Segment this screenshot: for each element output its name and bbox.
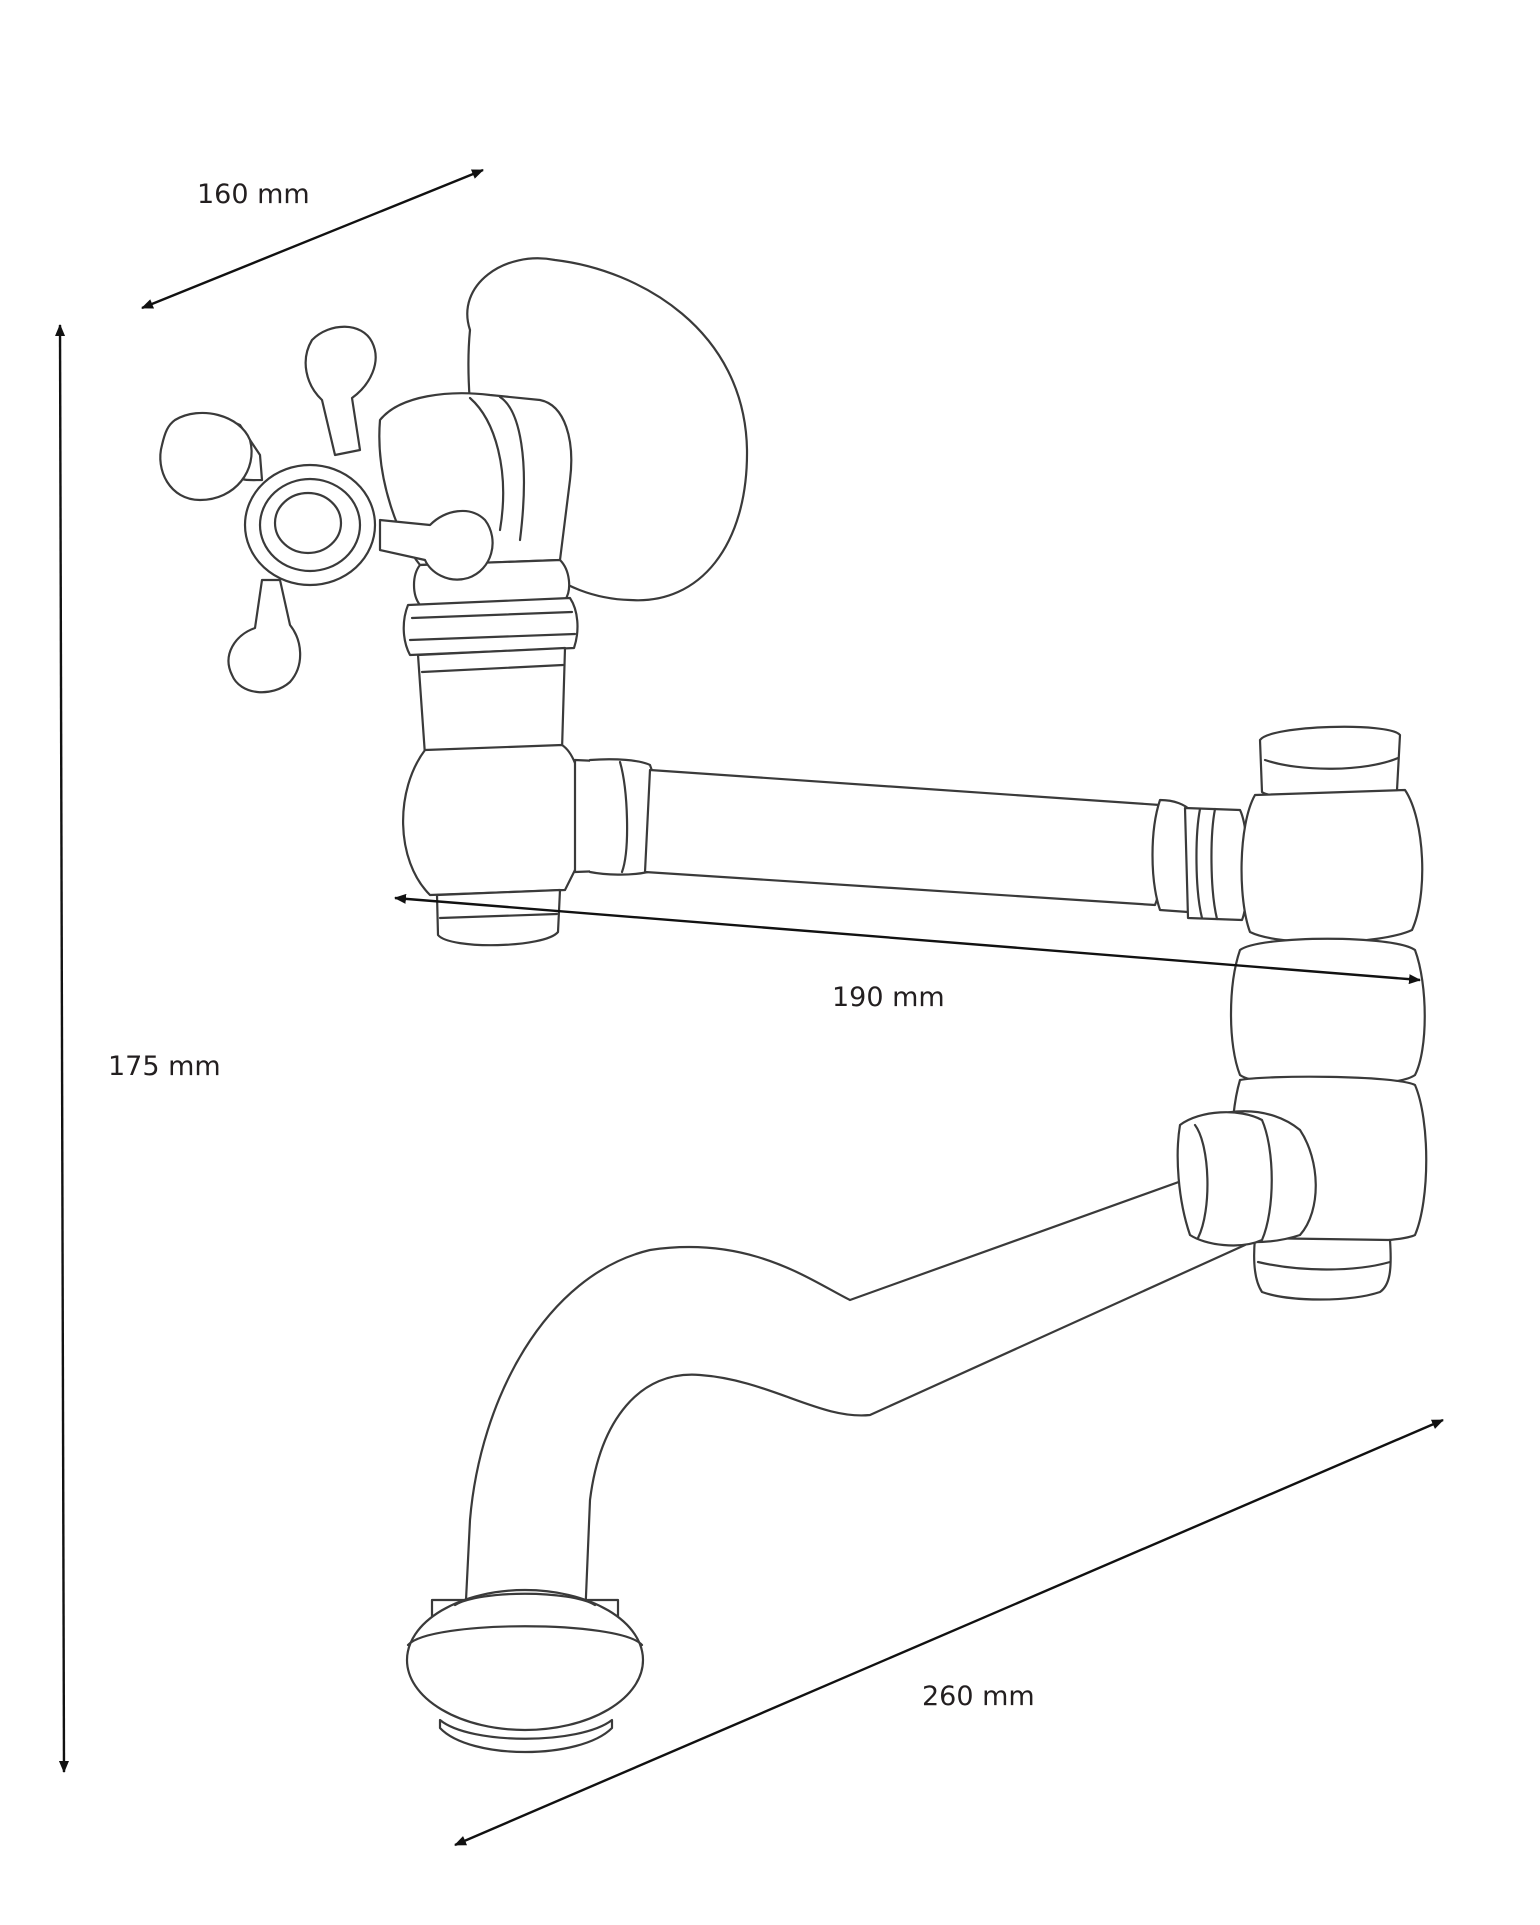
cross-handle — [159, 325, 494, 694]
spout-length-dimension-arrow — [454, 1418, 1444, 1847]
dimension-190: 190 mm — [394, 893, 1421, 1013]
upper-arm — [573, 758, 1249, 922]
spout — [405, 1110, 1317, 1753]
dimension-175: 175 mm — [55, 324, 221, 1773]
vertical-body — [402, 558, 585, 947]
dimension-260: 260 mm — [454, 1418, 1444, 1847]
arm-length-dimension-label: 190 mm — [832, 982, 945, 1013]
arm-length-dimension-arrow — [394, 893, 1421, 985]
depth-dimension-arrow — [141, 168, 484, 310]
height-dimension-label: 175 mm — [108, 1051, 221, 1082]
spout-length-dimension-label: 260 mm — [922, 1681, 1035, 1712]
dimension-160: 160 mm — [141, 168, 484, 310]
valve-body — [378, 392, 573, 567]
height-dimension-arrow — [55, 324, 69, 1773]
depth-dimension-label: 160 mm — [197, 179, 310, 210]
pot-filler-faucet — [159, 257, 1428, 1753]
